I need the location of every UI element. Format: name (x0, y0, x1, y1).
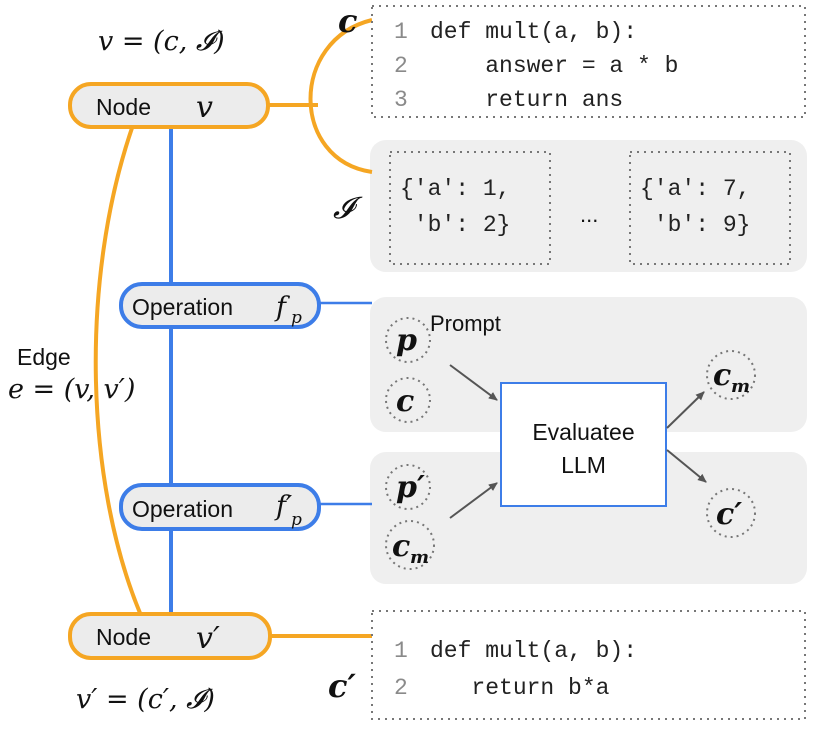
operation-1-subscript: p (291, 308, 302, 328)
output-c-prime-symbol: c′ (716, 497, 742, 532)
evaluatee-llm-box: Evaluatee LLM (500, 382, 667, 507)
output-cm-subscript: m (731, 376, 750, 397)
code-c-symbol: c (396, 384, 414, 419)
arrow-p-to-llm (449, 364, 498, 401)
input-example-first: {'a': 1, 'b': 2} (389, 151, 551, 265)
code-top-line-3-number: 3 (394, 87, 408, 113)
arrow-cm-to-llm (449, 482, 498, 519)
inputs-panel (370, 140, 807, 272)
code-top-line-3: return ans (430, 87, 623, 113)
code-top-line-2: answer = a * b (430, 53, 678, 79)
output-cm-symbol: c (713, 358, 731, 393)
operation-1-label: Operation (132, 294, 233, 320)
node-v-prime-label: Node (96, 624, 151, 650)
prompt-p-prime-circle (385, 464, 431, 510)
operation-2-label: Operation (132, 496, 233, 522)
edge-definition: e = (v, v′) (8, 374, 135, 405)
code-bottom-line-1-number: 1 (394, 638, 408, 664)
prompt-p-circle (385, 317, 431, 363)
inputs-label: 𝓘 (333, 191, 363, 226)
input-first-line-1: {'a': 1, (400, 176, 510, 202)
output-cm-circle (706, 350, 756, 400)
v-prime-definition: v′ = (c′, 𝓘) (76, 684, 215, 715)
code-inputs-bracket (308, 18, 373, 174)
prompt-label: Prompt (430, 311, 501, 336)
code-bottom-line-2: return b*a (430, 675, 610, 701)
operation-2-subscript: p (291, 510, 302, 530)
node-v-prime-symbol: v′ (196, 621, 220, 656)
node-v-label: Node (96, 94, 151, 120)
operation-2-panel (370, 452, 807, 584)
input-example-last: {'a': 7, 'b': 9} (629, 151, 791, 265)
prompt-p-prime-symbol: p′ (396, 470, 425, 505)
operation-2: Operation f′ p (119, 483, 321, 531)
code-top-line-2-number: 2 (394, 53, 408, 79)
arrow-llm-to-cm (666, 391, 705, 429)
code-top-line-1: def mult(a, b): (430, 19, 637, 45)
node-v-symbol: v (196, 90, 213, 125)
v-definition: v = (c, 𝓘) (98, 26, 225, 57)
evaluatee-line-1: Evaluatee (532, 419, 634, 445)
input-cm-symbol: c (392, 529, 410, 564)
inputs-ellipsis: ... (580, 202, 598, 227)
code-block-bottom: 1 def mult(a, b): 2 return b*a (371, 610, 806, 720)
arrow-llm-to-c-prime (666, 449, 707, 483)
operation-1: Operation f p (119, 282, 321, 329)
input-first-line-2: 'b': 2} (400, 212, 510, 238)
code-block-top: 1 def mult(a, b): 2 answer = a * b 3 ret… (371, 5, 806, 118)
input-last-line-1: {'a': 7, (640, 176, 750, 202)
code-c-circle (385, 377, 431, 423)
node-v-prime: Node v′ (68, 612, 272, 660)
code-label: c (338, 2, 357, 40)
edge-arc (93, 127, 142, 614)
edge-label: Edge (17, 344, 71, 370)
output-c-prime-circle (706, 488, 756, 538)
evaluatee-line-2: LLM (561, 452, 606, 478)
input-last-line-2: 'b': 9} (640, 212, 750, 238)
code-bottom-line-1: def mult(a, b): (430, 638, 637, 664)
code-top-line-1-number: 1 (394, 19, 408, 45)
input-cm-subscript: m (410, 547, 429, 568)
node-v: Node v (68, 82, 270, 129)
prompt-p-symbol: p (396, 323, 417, 358)
operation-2-symbol: f′ (274, 491, 292, 522)
code-prime-label: c′ (328, 667, 356, 705)
code-bottom-line-2-number: 2 (394, 675, 408, 701)
input-cm-circle (385, 520, 435, 570)
